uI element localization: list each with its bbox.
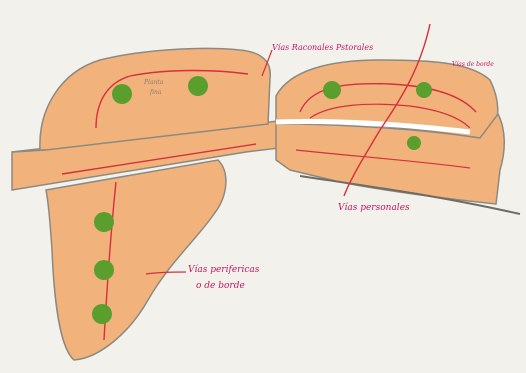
- plant-dot: [94, 260, 114, 280]
- plant-dot: [416, 82, 432, 98]
- label-edge-pathway-small: Vías de borde: [452, 62, 494, 68]
- label-peripheral-line1: Vías perifericas: [188, 266, 259, 275]
- plant-dot: [323, 81, 341, 99]
- label-plant-note-line1: Planta: [144, 80, 163, 86]
- plant-dot: [407, 136, 421, 150]
- plant-dot: [92, 304, 112, 324]
- label-peripheral-line2: o de borde: [196, 282, 245, 291]
- plant-dot: [94, 212, 114, 232]
- plant-dot: [188, 76, 208, 96]
- label-main-pathways: Vías Raconales Pstorales: [272, 44, 373, 52]
- label-plant-note-line2: fina: [150, 90, 161, 96]
- label-personal-pathways: Vías personales: [338, 204, 410, 213]
- plant-dot: [112, 84, 132, 104]
